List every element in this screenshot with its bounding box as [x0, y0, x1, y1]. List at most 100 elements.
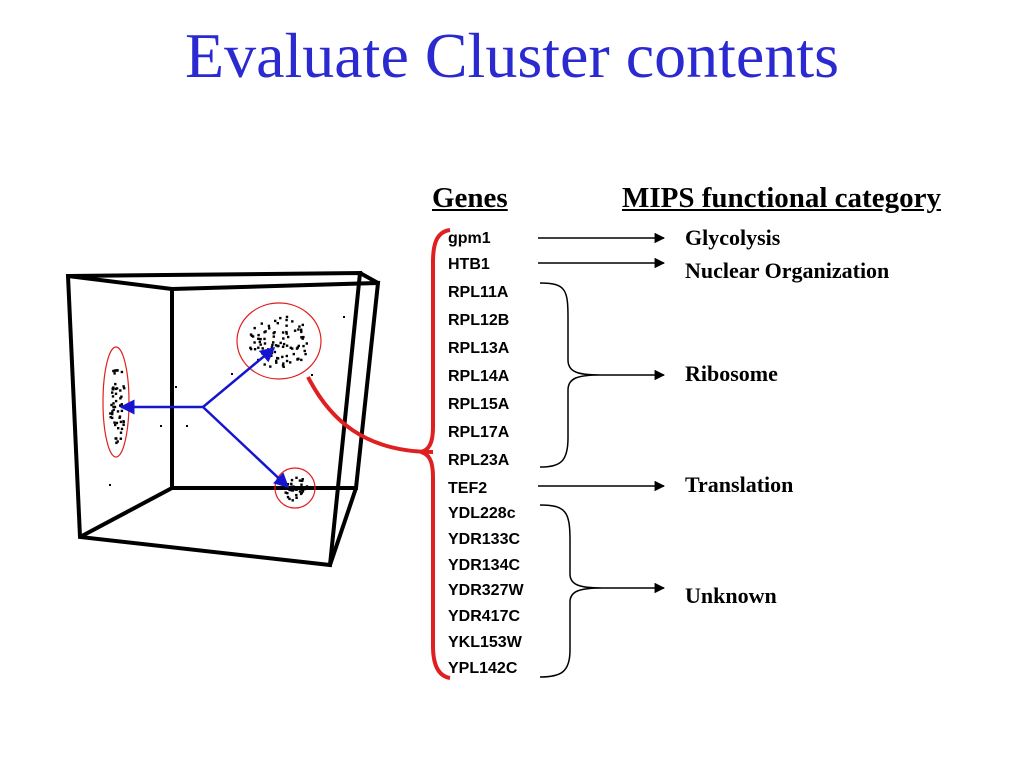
cluster-point: [270, 354, 273, 357]
gene-item: RPL12B: [448, 312, 510, 329]
cluster-point: [285, 332, 288, 335]
cluster-arrows: [119, 347, 290, 489]
cluster-point: [281, 331, 285, 334]
mapping-arrows: [538, 232, 666, 594]
gene-item: gpm1: [448, 230, 491, 247]
cube-edge-top-right: [359, 271, 379, 285]
cluster-point: [112, 402, 115, 405]
gene-item: YDR417C: [448, 608, 521, 625]
cluster-point: [296, 346, 299, 349]
cluster-point: [119, 431, 123, 434]
gene-list-bracket: [420, 228, 451, 680]
cluster-point: [285, 354, 288, 358]
cluster-point: [301, 323, 304, 327]
cluster-point: [115, 441, 118, 445]
cluster-point: [291, 485, 294, 488]
cluster-point: [287, 335, 290, 339]
gene-item: YDR327W: [448, 582, 524, 599]
cluster-point: [116, 440, 119, 443]
cluster-point: [285, 359, 289, 363]
cube-edge-bottom-right: [328, 487, 358, 566]
cluster-point: [295, 476, 298, 479]
cluster-point: [122, 420, 125, 424]
cluster-point: [297, 344, 300, 348]
cluster-point: [113, 405, 117, 409]
cluster-point: [261, 352, 264, 355]
cluster-point: [276, 356, 279, 360]
cluster-point: [301, 478, 304, 481]
cluster-point: [290, 485, 293, 489]
cluster-point: [282, 365, 285, 368]
cluster-point: [298, 479, 302, 482]
cluster-point: [261, 347, 264, 350]
cluster-point: [263, 363, 266, 366]
cluster-point: [300, 483, 303, 486]
cluster-link-curve: [306, 376, 434, 454]
cluster-point: [296, 357, 299, 361]
cluster-point: [270, 351, 274, 355]
cluster-point: [269, 365, 272, 368]
cluster-point: [272, 341, 275, 344]
cluster-point: [293, 329, 297, 332]
cube-edge-bottom-left: [79, 486, 173, 539]
cluster-point: [300, 328, 303, 331]
cluster-point: [298, 325, 301, 328]
cluster-point: [112, 408, 115, 411]
cluster-point: [109, 412, 112, 415]
cluster-point: [298, 490, 302, 493]
cluster-point: [286, 495, 290, 499]
cluster-point: [120, 395, 123, 398]
gene-item: YDR133C: [448, 531, 521, 548]
gene-item: RPL23A: [448, 452, 510, 469]
cluster-point: [285, 318, 288, 322]
cluster-point: [271, 343, 274, 347]
gene-item: RPL13A: [448, 340, 510, 357]
cluster-point: [297, 328, 300, 331]
cluster-point: [282, 342, 286, 346]
cluster-point: [264, 330, 267, 333]
cluster-point: [295, 493, 298, 497]
cluster-point: [114, 382, 117, 386]
cluster-point: [304, 352, 307, 356]
cluster-point: [123, 387, 126, 390]
cluster-point: [268, 355, 271, 358]
cluster-point: [257, 346, 260, 349]
gene-item: RPL17A: [448, 424, 510, 441]
cluster-point: [118, 415, 122, 418]
cluster-point: [253, 326, 256, 330]
cluster-point: [119, 397, 122, 400]
cluster-point: [289, 361, 292, 364]
cluster-point: [257, 333, 260, 337]
cluster-point: [117, 427, 120, 430]
cluster-point: [259, 343, 262, 346]
gene-item: YDL228c: [448, 505, 516, 522]
genes-header: Genes: [432, 182, 508, 214]
category-header: MIPS functional category: [622, 182, 941, 214]
gene-item: TEF2: [448, 480, 488, 497]
cluster-point: [115, 437, 118, 440]
cluster-point: [305, 342, 308, 345]
gene-item: RPL11A: [448, 284, 509, 301]
cluster-point: [114, 387, 117, 391]
cluster-point: [274, 344, 278, 347]
cluster-point: [303, 349, 306, 353]
cluster-point: [115, 387, 119, 390]
cluster-point: [116, 410, 120, 413]
category-translation: Translation: [685, 472, 794, 497]
cluster-point: [119, 437, 122, 440]
cluster-point: [111, 412, 114, 416]
cluster-point: [111, 387, 114, 390]
cluster-point: [267, 348, 270, 351]
cluster-point: [259, 337, 262, 341]
cluster-point: [109, 416, 112, 419]
cube-wireframe: [65, 270, 381, 568]
cluster-point: [119, 389, 122, 392]
cluster-point: [276, 322, 279, 325]
cluster-point: [299, 492, 303, 496]
cluster-point: [303, 488, 306, 491]
cluster-point: [263, 337, 266, 341]
cluster-point: [291, 488, 294, 491]
cluster-point: [300, 330, 303, 334]
cluster-point: [114, 423, 117, 427]
